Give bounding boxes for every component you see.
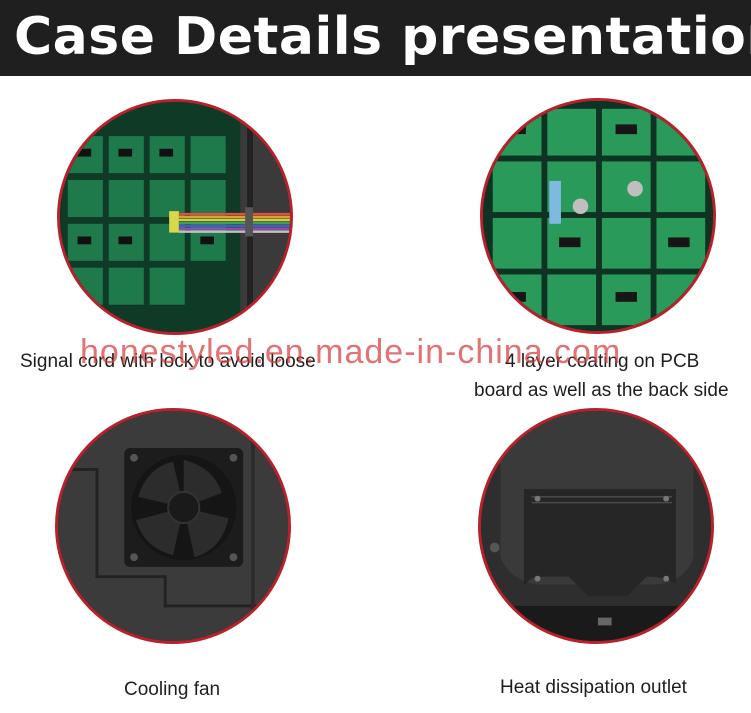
signal-cord-photo <box>57 99 293 335</box>
signal-cord-caption: Signal cord with lock to avoid loose <box>20 351 316 372</box>
pcb-coating-caption-line2: board as well as the back side <box>474 380 729 401</box>
pcb-coating-photo <box>480 98 716 334</box>
cooling-fan-photo <box>55 408 291 644</box>
cooling-fan-caption: Cooling fan <box>124 679 221 700</box>
heat-outlet-caption: Heat dissipation outlet <box>500 677 687 698</box>
heat-outlet-photo <box>478 408 714 644</box>
pcb-coating-caption-line1: 4 layer coating on PCB <box>505 351 700 372</box>
watermark-text: honestyled.en.made-in-china.com <box>80 333 622 371</box>
title-banner: Case Details presentation <box>0 0 751 76</box>
page-title: Case Details presentation <box>14 7 751 67</box>
